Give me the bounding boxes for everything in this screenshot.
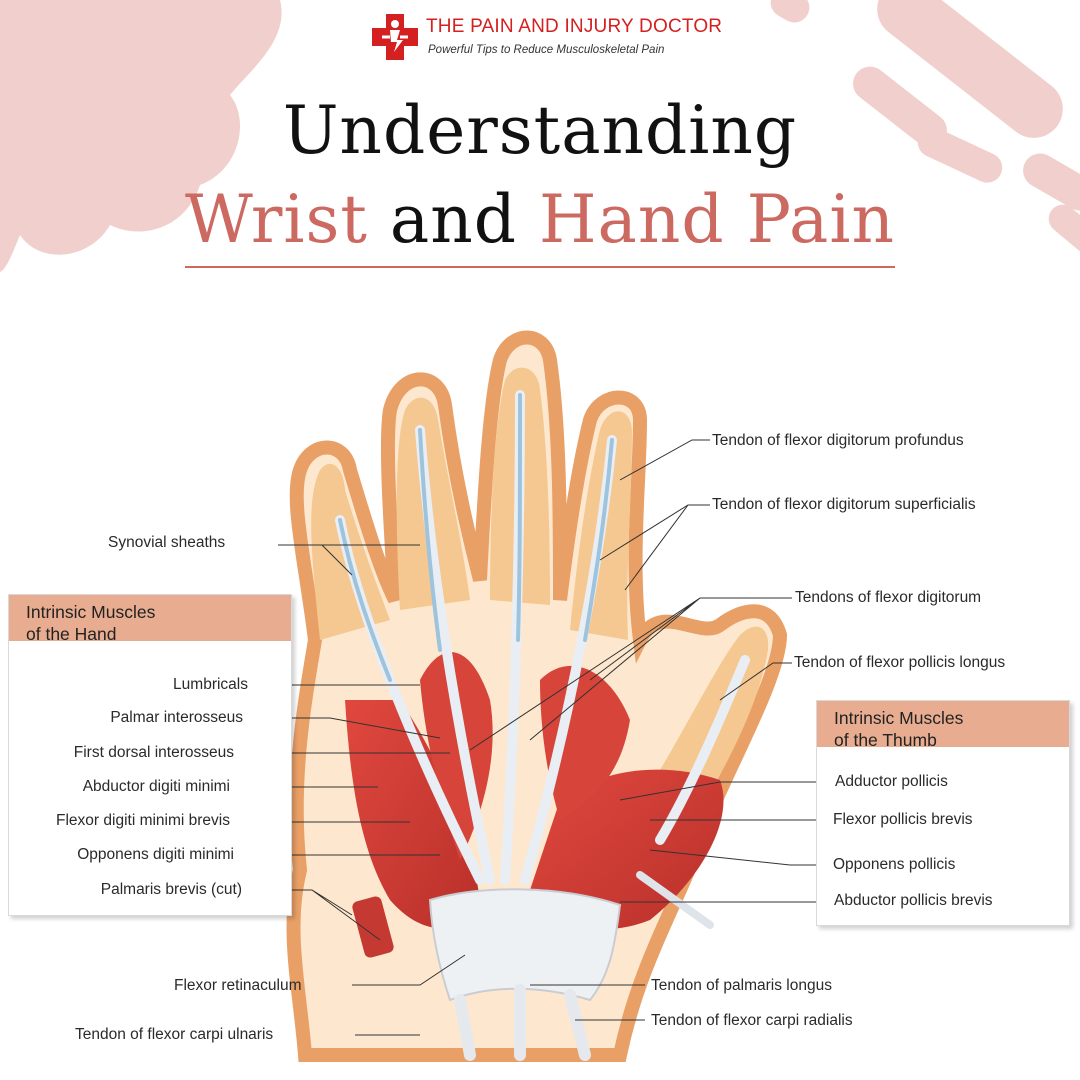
decor-stroke-5 [917,127,1003,183]
brand-name: THE PAIN AND INJURY DOCTOR [426,16,723,37]
brand-tagline: Powerful Tips to Reduce Musculoskeletal … [428,44,665,56]
label-opponens-digiti-minimi: Opponens digiti minimi [77,846,234,863]
panel-hand-heading-line1: Intrinsic Muscles [26,602,156,622]
label-tendon-fcr: Tendon of flexor carpi radialis [651,1012,853,1029]
label-synovial-sheaths: Synovial sheaths [108,534,226,551]
brand-header: THE PAIN AND INJURY DOCTOR Powerful Tips… [368,10,728,66]
label-abductor-digiti-minimi: Abductor digiti minimi [82,778,230,795]
label-abductor-pollicis-brevis: Abductor pollicis brevis [834,892,993,909]
label-first-dorsal-interosseus: First dorsal interosseus [73,744,234,761]
label-lumbricals: Lumbricals [173,676,248,693]
label-opponens-pollicis: Opponens pollicis [833,856,956,873]
thumb-tendon-cut [636,871,714,929]
panel-thumb-heading-line2: of the Thumb [834,730,937,750]
panel-hand-muscles: Intrinsic Muscles of the Hand [8,594,292,916]
medical-cross-icon [372,14,418,60]
wrist-tendons [454,984,591,1061]
title-underline [185,266,895,268]
decor-stroke-2 [877,0,1063,138]
label-palmaris-brevis-cut: Palmaris brevis (cut) [100,881,242,898]
title-word-wrist: Wrist [184,181,368,258]
label-flexor-digiti-minimi-brevis: Flexor digiti minimi brevis [56,812,230,829]
title-line-1: Understanding [282,92,798,169]
panel-hand-heading: Intrinsic Muscles of the Hand [9,595,291,644]
title-word-and: and [389,181,517,258]
label-flexor-retinaculum: Flexor retinaculum [174,977,302,994]
decor-stroke-3 [853,66,947,148]
label-tendon-fdp: Tendon of flexor digitorum profundus [712,432,964,449]
hypothenar-muscles [345,700,480,929]
title-line-2: Wrist and Hand Pain [0,187,1080,253]
label-tendon-fcu: Tendon of flexor carpi ulnaris [75,1026,274,1043]
flexor-retinaculum-band [428,888,622,1002]
panel-thumb-muscles: Intrinsic Muscles of the Thumb [816,700,1070,926]
label-adductor-pollicis: Adductor pollicis [835,773,948,790]
panel-hand-heading-line2: of the Hand [26,624,117,644]
decor-stroke-6 [1023,153,1080,211]
label-tendon-fpl: Tendon of flexor pollicis longus [794,654,1006,671]
top-left-blob [0,0,282,272]
decor-stroke-1 [770,0,810,23]
palmaris-brevis-cut [352,896,394,958]
decor-stroke-4 [985,78,1015,106]
panel-thumb-heading: Intrinsic Muscles of the Thumb [817,701,1069,750]
finger-ring [396,397,470,610]
title-words-hand-pain: Hand Pain [538,181,896,258]
label-tendons-fd: Tendons of flexor digitorum [795,589,982,606]
label-palmar-interosseus: Palmar interosseus [110,709,243,726]
label-tendon-fds: Tendon of flexor digitorum superficialis [712,496,976,513]
panel-thumb-heading-line1: Intrinsic Muscles [834,708,964,728]
interossei-muscles [540,665,630,820]
synovial-sheath-lines [338,393,614,682]
decor-stroke-7 [1048,204,1080,254]
label-flexor-pollicis-brevis: Flexor pollicis brevis [833,811,973,828]
label-tendon-pl: Tendon of palmaris longus [651,977,832,994]
